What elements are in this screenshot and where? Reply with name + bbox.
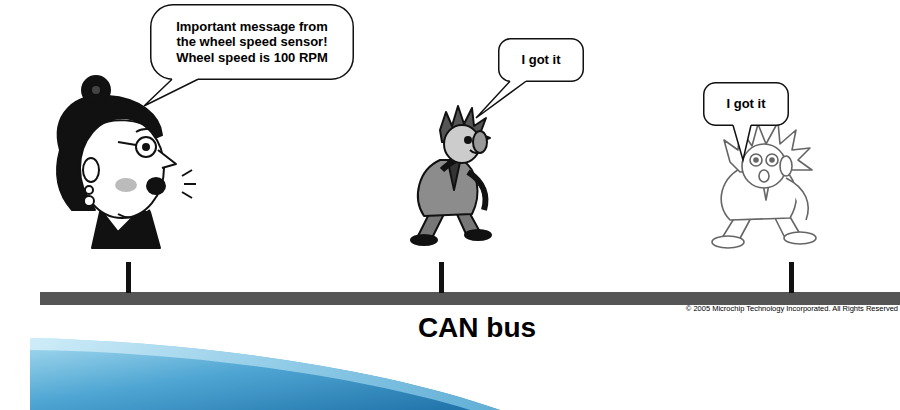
listening-man [411,106,491,245]
bus-label: CAN bus [300,312,654,344]
bubble-tail [476,81,526,118]
speaking-woman-part [158,150,176,168]
bus-stub-part [789,262,794,293]
speaking-woman-part [118,142,136,145]
speaking-woman-part [184,183,196,185]
speaking-woman-part [83,158,99,182]
listening-man-part [473,131,487,153]
bubble-tail-fill [144,77,198,106]
listening-man-outline-part [770,158,774,162]
speaking-woman-part [182,170,192,176]
bubble-body [704,83,789,126]
speaking-woman-part [147,178,165,194]
listening-man-outline-part [780,156,792,176]
speaking-woman-part [136,137,156,157]
speech-bubble: I got it [703,82,789,126]
decor-swoosh-part [30,338,500,410]
speaking-woman-part [80,118,164,218]
listening-man-part [465,230,491,240]
listening-man-outline-part [786,178,808,220]
listening-man-part [465,137,471,143]
speech-bubble: I got it [498,38,584,82]
listening-man-outline-part [784,232,816,244]
bubble-tail-fill [476,79,526,118]
speech-text: I got it [522,52,561,68]
bubble-tail-fill [733,123,751,160]
bubble-tail [144,79,198,106]
listening-man-part [468,172,485,210]
decor-swoosh [30,338,500,410]
bus-stub-part [126,262,131,293]
listening-man-outline-part [754,158,758,162]
bus-stub-part [439,262,444,293]
speaking-woman-part [182,192,192,198]
copyright-note: © 2005 Microchip Technology Incorporated… [590,304,898,313]
speaking-woman-part [84,196,94,206]
can-bus-line [40,292,900,305]
bus-stub [126,262,794,293]
speaking-woman-part [82,76,110,104]
listening-man-part [411,235,437,245]
bubble-body [151,5,354,80]
bubble-body [499,39,584,82]
bubble-tail [733,125,751,160]
listening-man-outline [712,122,816,248]
listening-man-outline-part [712,236,744,248]
speech-bubble: Important message from the wheel speed s… [150,4,354,80]
speaking-woman [57,76,196,248]
speech-text: I got it [727,96,766,112]
speaking-woman-part [136,129,158,133]
speaking-woman-part [85,186,93,194]
listening-man-outline-part [766,154,778,166]
decor-swoosh-part [30,338,500,410]
speech-text: Important message from the wheel speed s… [158,19,346,66]
speaking-woman-part [118,210,150,217]
listening-man-outline-part [759,170,769,182]
speaking-woman-part [91,85,101,95]
can-bus-line-part [40,292,900,305]
speaking-woman-part [115,178,137,192]
speaking-woman-part [143,144,149,150]
listening-man-outline-part [750,154,762,166]
